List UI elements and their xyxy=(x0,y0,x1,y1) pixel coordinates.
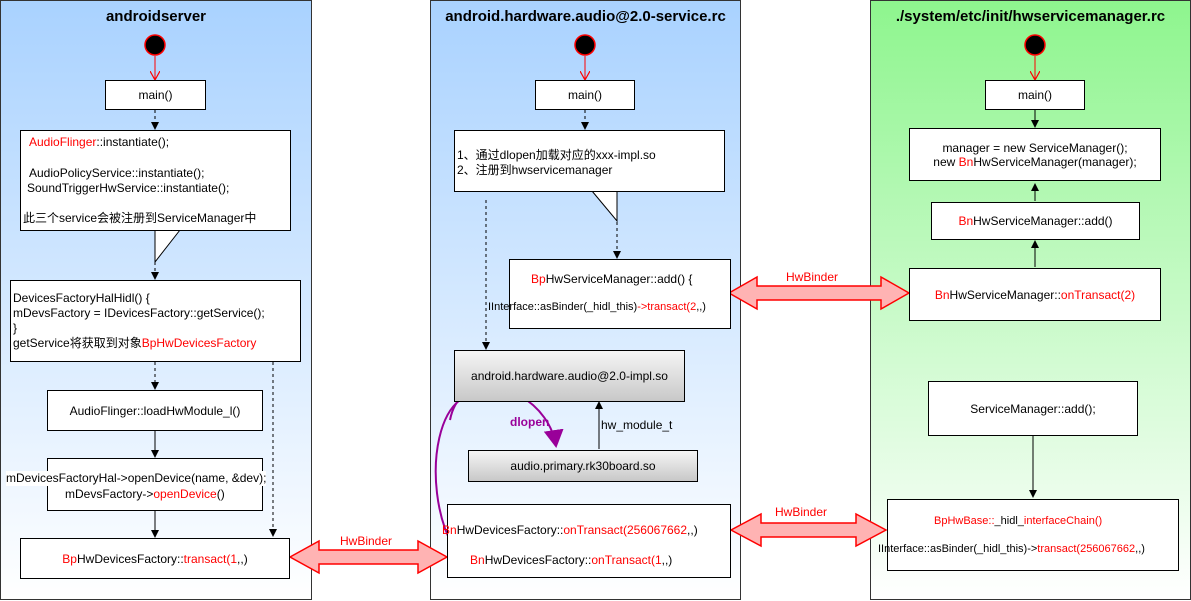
loadhwmodule-label: AudioFlinger::loadHwModule_l() xyxy=(69,403,241,418)
loadhwmodule-box: AudioFlinger::loadHwModule_l() xyxy=(47,390,263,431)
start-node-mid xyxy=(574,34,596,56)
manager-line-1: manager = new ServiceManager(); xyxy=(942,140,1128,155)
lane-title: androidserver xyxy=(105,8,207,25)
open-device-box: mDevicesFactoryHal->openDevice(name, &de… xyxy=(6,458,267,511)
main-label: main() xyxy=(138,88,173,102)
hwbinder-label-bottom: HwBinder xyxy=(340,534,393,548)
factory-line-2: mDevsFactory = IDevicesFactory::getServi… xyxy=(13,306,265,320)
ontransact-label: onTransact(1 xyxy=(591,553,662,567)
lane-title: android.hardware.audio@2.0-service.rc xyxy=(445,8,726,25)
bn-add-label: HwServiceManager::add() xyxy=(973,214,1113,228)
callout-step-2: 2、注册到hwservicemanager xyxy=(457,163,613,177)
instantiate-label: ::instantiate(); xyxy=(96,135,170,149)
start-node-right xyxy=(1024,34,1046,56)
add-label: HwServiceManager::add() { xyxy=(545,272,693,286)
lane-title: ./system/etc/init/hwservicemanager.rc xyxy=(895,8,1166,25)
ontransact-label: onTransact(256067662 xyxy=(563,523,688,537)
devsfactory-label: mDevsFactory-> xyxy=(65,487,154,501)
primary-so-box: audio.primary.rk30board.so xyxy=(468,450,698,482)
bn-ontransact-box: BnHwServiceManager::onTransact(2) xyxy=(909,268,1161,321)
manager-box: manager = new ServiceManager(); new BnHw… xyxy=(909,128,1161,181)
main-label: main() xyxy=(567,88,602,102)
bn-add-box: BnHwServiceManager::add() xyxy=(931,202,1140,240)
factory-line-1: DevicesFactoryHalHidl() { xyxy=(13,291,150,305)
main-box-left: main() xyxy=(105,80,206,110)
register-note-line: 此三个service会被注册到ServiceManager中 xyxy=(23,211,257,225)
bp-transact-box: BpHwDevicesFactory::transact(1,,) xyxy=(20,538,290,579)
hwbinder-arrow-mid xyxy=(729,512,888,548)
bn-devices-factory-box: BnHwDevicesFactory::onTransact(256067662… xyxy=(442,504,731,578)
impl-so-box: android.hardware.audio@2.0-impl.so xyxy=(454,350,685,402)
dlopen-callout: 1、通过dlopen加载对应的xxx-impl.so 2、注册到hwservic… xyxy=(454,130,725,192)
main-box-mid: main() xyxy=(535,80,635,110)
servicemanager-add-box: ServiceManager::add(); xyxy=(928,381,1138,436)
main-label: main() xyxy=(1017,88,1052,102)
start-node-left xyxy=(144,34,166,56)
transact-label: ->transact(2 xyxy=(637,301,697,313)
transact-label: transact(256067662 xyxy=(1037,543,1136,555)
factory-line-4: getService将获取到对象 xyxy=(13,336,142,350)
impl-so-label: android.hardware.audio@2.0-impl.so xyxy=(471,369,668,383)
interfacechain-label: interfaceChain() xyxy=(1023,515,1103,527)
opendevice-label: openDevice xyxy=(153,487,217,501)
main-box-right: main() xyxy=(985,80,1085,110)
audiopolicy-line: AudioPolicyService::instantiate(); xyxy=(29,166,205,180)
hwbinder-label-top: HwBinder xyxy=(786,270,839,284)
instantiate-callout: AudioFlinger::instantiate(); AudioPolicy… xyxy=(20,130,291,231)
transact-label: transact(1 xyxy=(183,551,238,566)
ontransact-label: onTransact(2) xyxy=(1060,287,1136,302)
manager-line-2: HwServiceManager(manager); xyxy=(973,154,1137,169)
soundtrigger-line: SoundTriggerHwService::instantiate(); xyxy=(27,181,230,195)
hwbase-box: BpHwBase::_hidl_interfaceChain() IInterf… xyxy=(878,499,1179,571)
hw-module-label: hw_module_t xyxy=(601,418,673,432)
primary-so-label: audio.primary.rk30board.so xyxy=(510,459,656,473)
devices-factory-box: DevicesFactoryHalHidl() { mDevsFactory =… xyxy=(10,280,301,362)
callout-step-1: 1、通过dlopen加载对应的xxx-impl.so xyxy=(457,148,656,162)
hwbinder-label-mid: HwBinder xyxy=(775,505,828,519)
open-device-line-1: mDevicesFactoryHal->openDevice(name, &de… xyxy=(6,471,267,486)
servicemanager-add-label: ServiceManager::add(); xyxy=(970,401,1096,416)
bp-add-box: BpHwServiceManager::add() { IInterface::… xyxy=(488,259,731,329)
factory-line-3: } xyxy=(13,321,18,335)
bphwdevicesfactory-label: BpHwDevicesFactory xyxy=(141,336,257,350)
dlopen-label: dlopen xyxy=(510,415,550,429)
audioflinger-label: AudioFlinger xyxy=(29,135,97,149)
